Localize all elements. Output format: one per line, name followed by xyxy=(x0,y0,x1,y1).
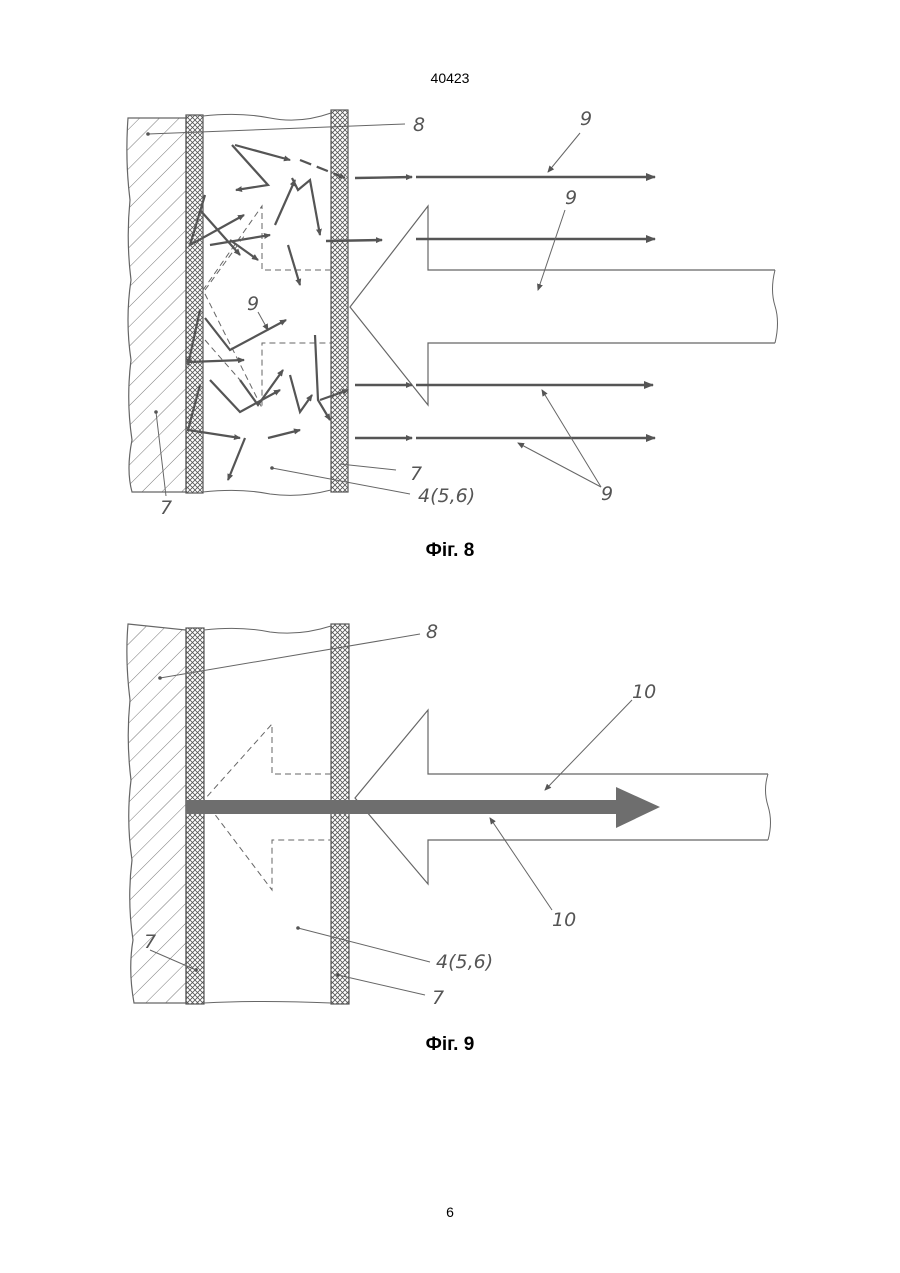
ref-label-10-top: 10 xyxy=(632,681,656,703)
figure-9: 8 10 10 4(5,6) 7 7 xyxy=(127,621,771,1009)
ref-label-7-right: 7 xyxy=(432,987,444,1009)
ref-label-7-left: 7 xyxy=(160,497,172,519)
large-outline-arrow xyxy=(355,710,768,884)
ref-label-7-left: 7 xyxy=(144,931,156,953)
ref-label-8: 8 xyxy=(426,621,438,643)
ref-label-9-bottom: 9 xyxy=(601,483,613,505)
wall-8-hatched xyxy=(127,118,186,492)
ref-label-4: 4(5,6) xyxy=(436,951,493,973)
cavity-bottom-edge xyxy=(204,1002,331,1004)
coherent-beam-10 xyxy=(186,787,660,828)
layer-7-left xyxy=(186,115,203,493)
ref-label-9-inner: 9 xyxy=(247,293,259,315)
figure-8: 8 9 9 9 9 7 7 4(5,6) xyxy=(127,108,778,519)
ref-label-4: 4(5,6) xyxy=(418,485,475,507)
ref-label-9-middle: 9 xyxy=(565,187,577,209)
arrow-break-edge xyxy=(766,774,771,840)
layer-7-right xyxy=(331,110,348,492)
emitted-rays-9 xyxy=(326,177,655,438)
dashed-rays xyxy=(205,235,245,380)
ref-label-7-right: 7 xyxy=(410,463,422,485)
scattered-rays xyxy=(188,145,348,480)
cavity-bottom-edge xyxy=(203,490,331,495)
arrow-break-edge xyxy=(773,270,778,343)
ref-label-10-bottom: 10 xyxy=(552,909,576,931)
page-number: 6 xyxy=(0,1204,900,1220)
wall-8-hatched xyxy=(127,624,186,1003)
leader-lines xyxy=(150,634,632,995)
leader-lines xyxy=(148,124,601,496)
ref-label-9-top: 9 xyxy=(580,108,592,130)
large-outline-arrow xyxy=(350,206,775,405)
figure-8-caption: Фіг. 8 xyxy=(0,540,900,562)
ref-label-8: 8 xyxy=(413,114,425,136)
figure-9-caption: Фіг. 9 xyxy=(0,1034,900,1056)
cavity-top-edge xyxy=(204,626,331,633)
cavity-top-edge xyxy=(203,113,331,120)
layer-7-left xyxy=(186,628,204,1004)
